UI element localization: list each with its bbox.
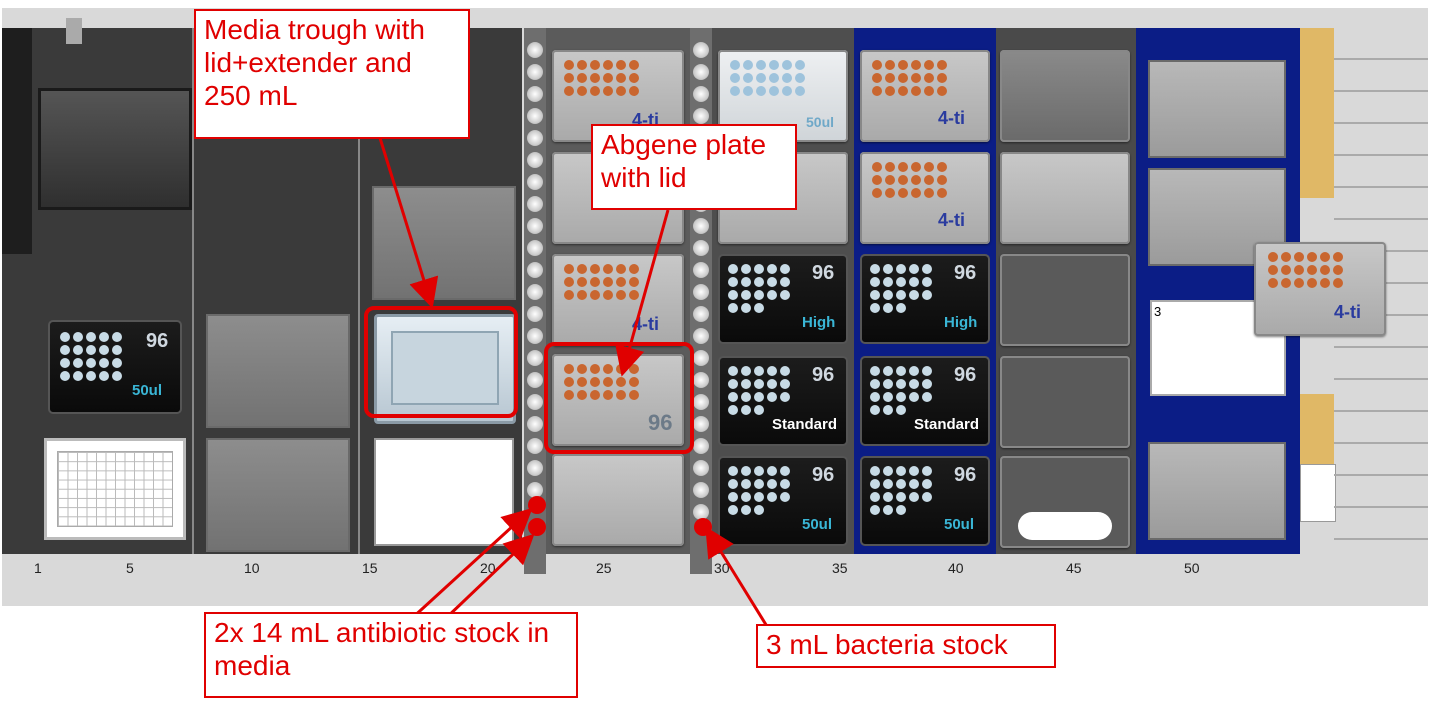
grid-position-tick: 45 bbox=[1066, 560, 1082, 576]
tube-slots bbox=[1018, 512, 1112, 540]
callout-antibiotic: 2x 14 mL antibiotic stock in media bbox=[204, 612, 578, 698]
tip-type-label: 50ul bbox=[802, 516, 833, 533]
tip-count-label: 96 bbox=[954, 464, 977, 486]
tip-box-50ul[interactable]: 96 50ul bbox=[718, 456, 848, 546]
plate-type-label: 96 bbox=[648, 410, 673, 435]
empty-plate-slot[interactable] bbox=[1148, 442, 1286, 540]
empty-plate-slot[interactable] bbox=[1000, 152, 1130, 244]
empty-plate-slot[interactable] bbox=[1000, 50, 1130, 142]
arrow-antibiotic-2 bbox=[442, 533, 535, 622]
tip-box-high[interactable]: 96 High bbox=[718, 254, 848, 344]
well-grid bbox=[872, 60, 947, 96]
tip-type-label: 50ul bbox=[132, 382, 163, 399]
tip-count-label: 96 bbox=[954, 262, 977, 284]
four-ti-plate[interactable]: 4-ti bbox=[860, 152, 990, 244]
arrow-antibiotic-1 bbox=[408, 507, 533, 622]
tip-type-label: 50ul bbox=[806, 114, 835, 130]
media-trough[interactable] bbox=[374, 314, 516, 424]
tip-grid bbox=[60, 332, 122, 381]
four-ti-plate[interactable]: 4-ti bbox=[552, 254, 684, 346]
well-grid bbox=[564, 264, 639, 300]
tip-grid bbox=[870, 264, 932, 313]
abgene-plate[interactable]: 96 bbox=[552, 354, 684, 446]
empty-plate-slot[interactable] bbox=[552, 454, 684, 546]
plate-type-label: 4-ti bbox=[1334, 302, 1361, 322]
tube-rack-left bbox=[524, 28, 546, 574]
grid-position-tick: 50 bbox=[1184, 560, 1200, 576]
empty-plate-slot[interactable] bbox=[206, 314, 350, 428]
gripper-rail-bottom bbox=[1300, 394, 1334, 464]
four-ti-plate[interactable]: 4-ti bbox=[860, 50, 990, 142]
wash-station[interactable] bbox=[38, 88, 192, 210]
trough-reservoir bbox=[391, 331, 499, 405]
callout-bacteria: 3 mL bacteria stock bbox=[756, 624, 1056, 668]
tip-grid bbox=[870, 466, 932, 515]
tip-type-label: Standard bbox=[772, 416, 838, 433]
grid-position-tick: 5 bbox=[126, 560, 134, 576]
gripper-rail-top bbox=[1300, 28, 1334, 198]
tip-grid bbox=[728, 366, 790, 415]
well-grid bbox=[872, 162, 947, 198]
grid-plate[interactable] bbox=[44, 438, 186, 540]
tip-box-high[interactable]: 96 High bbox=[860, 254, 990, 344]
tip-grid bbox=[730, 60, 805, 96]
tip-grid bbox=[870, 366, 932, 415]
well-grid bbox=[564, 60, 639, 96]
empty-plate-slot[interactable] bbox=[206, 438, 350, 552]
tip-grid bbox=[728, 466, 790, 515]
grid-position-tick: 35 bbox=[832, 560, 848, 576]
media-trough-highlight bbox=[364, 306, 518, 418]
grid-position-tick: 1 bbox=[34, 560, 42, 576]
tip-box-standard[interactable]: 96 Standard bbox=[718, 356, 848, 446]
grid-wells bbox=[57, 451, 173, 527]
hotel-position-label: 3 bbox=[1154, 304, 1162, 319]
tip-box-standard[interactable]: 96 Standard bbox=[860, 356, 990, 446]
tip-grid bbox=[728, 264, 790, 313]
arrow-media-trough bbox=[378, 137, 439, 309]
left-edge-block bbox=[2, 28, 32, 254]
tip-type-label: High bbox=[802, 314, 836, 331]
grid-position-tick: 30 bbox=[714, 560, 730, 576]
tip-count-label: 96 bbox=[812, 364, 835, 386]
arrow-bacteria bbox=[705, 526, 770, 629]
tip-type-label: 50ul bbox=[944, 516, 975, 533]
tip-box-50ul[interactable]: 96 50ul bbox=[48, 320, 182, 414]
tip-count-label: 96 bbox=[954, 364, 977, 386]
plate-type-label: 4-ti bbox=[938, 210, 965, 230]
callout-abgene: Abgene plate with lid bbox=[591, 124, 797, 210]
grid-position-tick: 10 bbox=[244, 560, 260, 576]
tip-count-label: 96 bbox=[812, 464, 835, 486]
tip-count-label: 96 bbox=[812, 262, 835, 284]
well-grid bbox=[1268, 252, 1343, 288]
plate-type-label: 4-ti bbox=[938, 108, 965, 128]
lid-position[interactable] bbox=[1000, 254, 1130, 346]
arrow-abgene bbox=[615, 209, 670, 377]
tip-type-label: Standard bbox=[914, 416, 980, 433]
tip-type-label: High bbox=[944, 314, 978, 331]
gripped-four-ti-plate[interactable]: 4-ti bbox=[1254, 242, 1386, 336]
tip-count-label: 96 bbox=[146, 330, 169, 352]
tube-holder[interactable] bbox=[1000, 456, 1130, 548]
callout-media-trough: Media trough with lid+extender and 250 m… bbox=[194, 9, 470, 139]
grid-position-tick: 25 bbox=[596, 560, 612, 576]
grid-position-tick: 20 bbox=[480, 560, 496, 576]
carrier-divider bbox=[192, 28, 194, 554]
tip-box-50ul[interactable]: 96 50ul bbox=[860, 456, 990, 546]
empty-plate-slot[interactable] bbox=[372, 186, 516, 300]
lid-position[interactable] bbox=[1000, 356, 1130, 448]
carrier-divider bbox=[358, 28, 360, 554]
grid-position-tick: 15 bbox=[362, 560, 378, 576]
white-plate-position[interactable] bbox=[374, 438, 514, 546]
grid-position-tick: 40 bbox=[948, 560, 964, 576]
empty-plate-slot[interactable] bbox=[1148, 60, 1286, 158]
carrier-clip bbox=[66, 18, 82, 44]
